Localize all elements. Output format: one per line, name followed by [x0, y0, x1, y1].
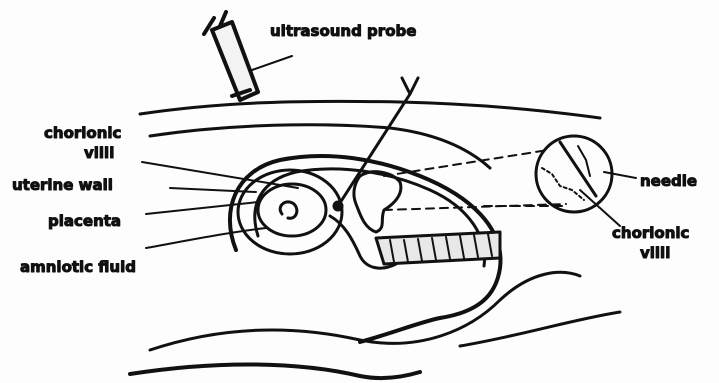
bottom-contour [130, 364, 420, 378]
label-chorionic-villi-right-1: chorionic [612, 224, 689, 242]
inner-wall-line [150, 125, 490, 168]
placenta-region [354, 172, 401, 232]
magnified-view [536, 136, 612, 212]
label-uterine-wall: uterine wall [12, 176, 113, 194]
needle-leader-line [604, 172, 636, 178]
label-needle: needle [640, 172, 697, 190]
villi-right-leader-line [580, 190, 620, 226]
fetus-swirl [280, 202, 297, 218]
label-chorionic-villi-left-2: villi [84, 144, 114, 162]
uterine-wall-leader-line [170, 188, 256, 192]
label-chorionic-villi-right-2: villi [640, 244, 670, 262]
villi-left-leader-line [142, 162, 298, 188]
ultrasound-probe [204, 12, 258, 100]
lower-body-contour [150, 272, 580, 350]
abdominal-wall [140, 101, 600, 118]
label-chorionic-villi-left-1: chorionic [44, 124, 121, 142]
label-amniotic-fluid: amniotic fluid [20, 258, 136, 276]
right-contour [460, 312, 620, 346]
placenta-leader-line [146, 202, 258, 214]
probe-leader-line [252, 56, 292, 70]
amniotic-sac-inner [258, 184, 326, 236]
needle [333, 78, 418, 211]
placenta-hatching [376, 232, 500, 264]
label-ultrasound-probe: ultrasound probe [270, 22, 416, 40]
label-placenta: placenta [48, 212, 121, 230]
